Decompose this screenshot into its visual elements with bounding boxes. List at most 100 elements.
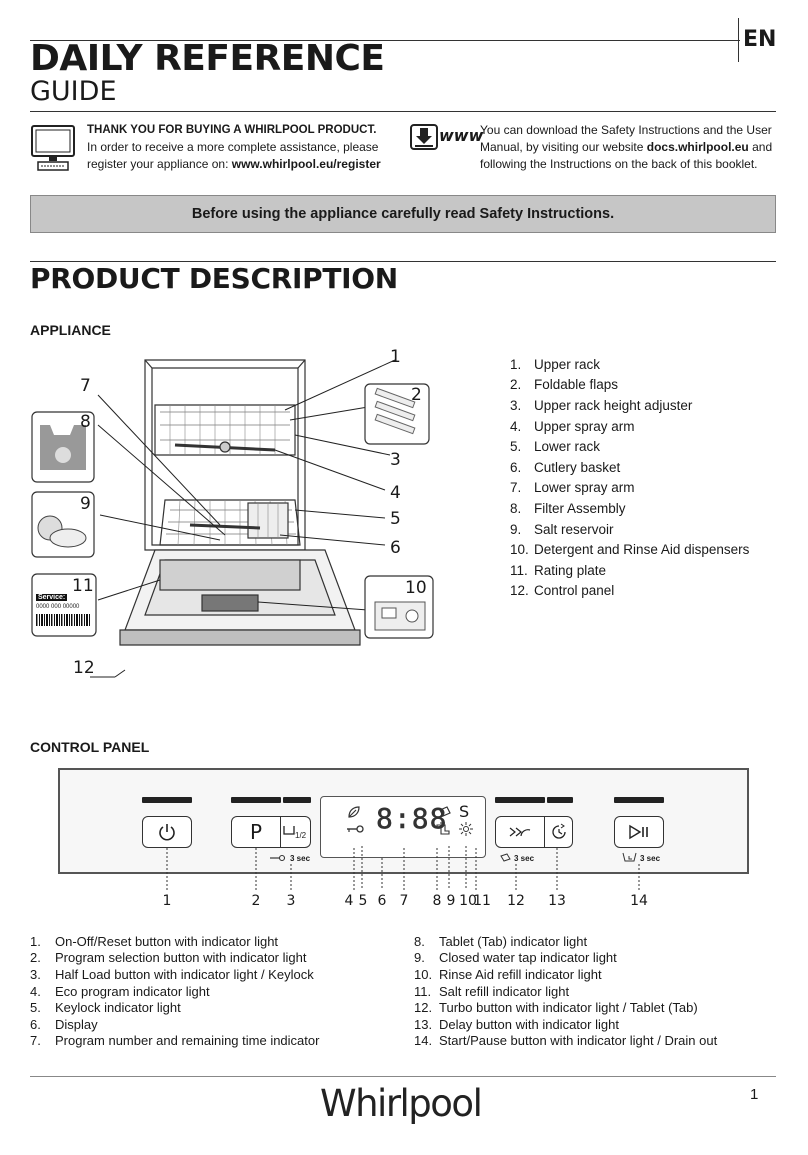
list-item: 1. On-Off/Reset button with indicator lig…: [30, 933, 319, 950]
item-label: Rinse Aid refill indicator light: [439, 966, 602, 982]
page-title: DAILY REFERENCE: [30, 38, 385, 79]
callout-6: 6: [390, 538, 401, 558]
list-item: 14.Start/Pause button with indicator lig…: [414, 1033, 717, 1050]
page-number: 1: [750, 1086, 759, 1103]
callout-12: 12: [73, 658, 95, 678]
on-off-button[interactable]: [142, 816, 192, 848]
item-number: 4.: [510, 418, 522, 434]
item-label: Half Load button with indicator light / …: [55, 966, 314, 982]
turbo-button[interactable]: [495, 816, 545, 848]
list-item: 6.Display: [30, 1016, 319, 1033]
item-number: 5.: [510, 439, 522, 455]
callout-7: 7: [80, 376, 91, 396]
cp-num-7: 7: [399, 893, 409, 909]
item-number: 1.: [510, 356, 522, 372]
item-label: Program number and remaining time indica…: [55, 1033, 320, 1049]
rating-plate-service: Service:: [36, 594, 68, 601]
appliance-list: 1.Upper rack 2.Foldable flaps 3.Upper ra…: [510, 354, 749, 601]
register-link[interactable]: www.whirlpool.eu/register: [231, 157, 381, 171]
item-number: 1.: [30, 933, 41, 949]
callout-2: 2: [411, 385, 422, 405]
language-code: EN: [743, 27, 777, 52]
delay-button[interactable]: [545, 816, 573, 848]
program-button[interactable]: P: [231, 816, 281, 848]
start-pause-button[interactable]: [614, 816, 664, 848]
item-label: Tablet (Tab) indicator light: [439, 933, 588, 949]
item-label: Detergent and Rinse Aid dispensers: [534, 542, 750, 558]
list-item: 8.Filter Assembly: [510, 498, 749, 519]
item-number: 5.: [30, 1000, 41, 1016]
item-label: Keylock indicator light: [55, 1000, 181, 1016]
callout-4: 4: [390, 483, 401, 503]
intro-follow: following the Instructions on the back o…: [480, 157, 758, 171]
list-item: 7.Program number and remaining time indi…: [30, 1033, 319, 1050]
half-load-icon: 1/2: [282, 826, 307, 840]
list-item: 3.Upper rack height adjuster: [510, 395, 749, 416]
list-item: 3.Half Load button with indicator light …: [30, 966, 319, 983]
download-icon: [410, 124, 438, 150]
intro-register: register your appliance on: www.whirlpoo…: [87, 156, 387, 173]
item-label: Lower rack: [534, 439, 601, 455]
list-item: 4. Upper spray arm: [510, 416, 749, 437]
start-led: [614, 797, 664, 803]
item-label: Upper rack: [534, 356, 601, 372]
intro-assist: In order to receive a more complete assi…: [87, 140, 379, 154]
control-leaders: [166, 846, 640, 890]
half-load-label: 1/2: [295, 831, 307, 840]
drain-icon: [622, 852, 637, 862]
power-icon: [159, 824, 175, 841]
control-list-right: 8.Tablet (Tab) indicator light 9.Closed …: [414, 933, 717, 1049]
tap-icon: [436, 822, 450, 835]
cp-num-5: 5: [358, 893, 368, 909]
docs-link[interactable]: docs.whirlpool.eu: [646, 140, 749, 154]
list-item: 1. Upper rack: [510, 354, 749, 375]
cp-num-6: 6: [377, 893, 387, 909]
callout-9: 9: [80, 494, 91, 514]
callout-1: 1: [390, 347, 401, 367]
lang-divider: [738, 18, 739, 62]
list-item: 4.Eco program indicator light: [30, 983, 319, 1000]
callout-5: 5: [390, 509, 401, 529]
item-label: Delay button with indicator light: [439, 1016, 619, 1032]
control-panel-title: CONTROL PANEL: [30, 739, 150, 755]
cp-num-3: 3: [286, 893, 296, 909]
footer-rule: [30, 1076, 776, 1077]
half-load-led: [283, 797, 311, 803]
intro-website-text: Manual, by visiting our website: [480, 140, 647, 154]
item-label: Filter Assembly: [534, 500, 626, 516]
item-label: Upper spray arm: [534, 418, 635, 434]
cp-num-8: 8: [432, 893, 442, 909]
item-label: Cutlery basket: [534, 459, 621, 475]
item-number: 11.: [510, 562, 528, 578]
item-label: Lower spray arm: [534, 480, 635, 496]
turbo-led: [495, 797, 545, 803]
power-led: [142, 797, 192, 803]
item-number: 12.: [510, 583, 529, 599]
item-number: 10.: [414, 966, 433, 982]
intro-left: THANK YOU FOR BUYING A WHIRLPOOL PRODUCT…: [87, 122, 387, 173]
brand-logo: Whirlpool: [320, 1082, 483, 1125]
item-label: Closed water tap indicator light: [439, 950, 617, 966]
item-number: 8.: [414, 933, 425, 949]
item-number: 10.: [510, 542, 529, 558]
turbo-icon: [509, 827, 531, 837]
item-label: Program selection button with indicator …: [55, 950, 307, 966]
cp-num-1: 1: [162, 893, 172, 909]
eco-leaf-icon: [348, 806, 360, 818]
list-item: 5. Lower rack: [510, 436, 749, 457]
list-item: 10. Rinse Aid refill indicator light: [414, 966, 717, 983]
www-label: www: [439, 126, 484, 145]
list-item: 12.Turbo button with indicator light / T…: [414, 999, 717, 1016]
cp-num-14: 14: [630, 893, 648, 909]
item-number: 7.: [510, 480, 522, 496]
dishwasher-illustration: [31, 359, 434, 678]
item-label: On-Off/Reset button with indicator light: [55, 933, 279, 949]
half-load-button[interactable]: 1/2: [281, 816, 311, 848]
item-label: Eco program indicator light: [55, 983, 210, 999]
item-number: 6.: [30, 1016, 41, 1032]
rinse-aid-icon: [459, 822, 473, 836]
program-led: [231, 797, 281, 803]
section-rule: [30, 261, 776, 262]
header-rule-bottom: [30, 111, 776, 112]
cp-num-4: 4: [344, 893, 354, 909]
